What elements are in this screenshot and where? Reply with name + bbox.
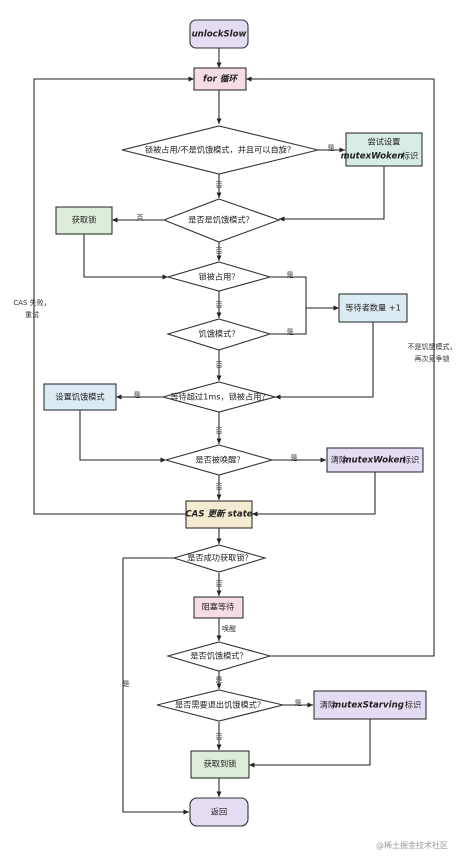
clear-woken-flag: mutexWoken xyxy=(343,456,406,466)
clear-starving-prefix: 清除 xyxy=(320,700,336,710)
label-yes: 是 xyxy=(328,144,335,152)
decision-starving-3-label: 是否饥饿模式？ xyxy=(190,651,247,661)
decision-is-starving-label: 是否是饥饿模式？ xyxy=(188,215,254,225)
label-no: 否 xyxy=(216,247,223,255)
label-no: 否 xyxy=(216,301,223,309)
edges xyxy=(33,48,435,815)
start-label: unlockSlow xyxy=(192,30,247,40)
edge-setstarving-to-q6 xyxy=(79,410,166,463)
edge-clearwoken-to-cas xyxy=(252,472,376,517)
cas-update-node xyxy=(185,500,253,529)
set-starving-label: 设置饥饿模式 xyxy=(55,392,104,402)
start-node xyxy=(189,19,249,49)
label-no: 否 xyxy=(216,427,223,435)
return-label: 返回 xyxy=(211,807,227,817)
edge-acquire-to-q3 xyxy=(83,234,168,280)
label-no: 否 xyxy=(216,580,223,588)
block-wait-label: 阻塞等待 xyxy=(202,602,235,612)
decision-lock-held-label: 锁被占用？ xyxy=(199,272,240,282)
label-no: 否 xyxy=(216,483,223,491)
got-lock-node xyxy=(190,750,250,779)
for-loop-node xyxy=(193,67,247,91)
decision-starving-mode-label: 饥饿模式？ xyxy=(199,329,240,339)
try-set-woken-node xyxy=(345,132,423,167)
try-set-woken-suffix: 标识 xyxy=(402,151,418,161)
block-wait-node xyxy=(193,596,244,619)
decision-is-starving xyxy=(162,198,281,243)
clear-starving-flag: mutexStarving xyxy=(332,701,404,711)
label-yes: 是 xyxy=(216,676,223,684)
decision-locked-spin xyxy=(121,125,319,175)
edge-woken-to-q2 xyxy=(279,166,385,222)
label-yes: 是 xyxy=(134,391,141,399)
try-set-woken-flag: mutexWoken xyxy=(341,152,404,162)
clear-woken-prefix: 清除 xyxy=(331,455,347,465)
edge-q4-yes xyxy=(270,308,307,335)
got-lock-label: 获取到锁 xyxy=(204,759,237,769)
set-starving-node xyxy=(43,383,117,411)
decision-woken-label: 是否被唤醒？ xyxy=(195,455,244,465)
decision-locked-spin-label: 锁被占用/不是饥饿模式，并且可以自旋？ xyxy=(145,145,295,155)
cas-update-label: CAS 更新 state xyxy=(185,509,252,520)
label-no: 否 xyxy=(216,733,223,741)
decision-exit-starving-label: 是否需要退出饥饿模式？ xyxy=(175,700,265,710)
acquire-lock-node xyxy=(55,206,113,235)
edge-labels: 是 否 否 否 是 否 是 否 是 否 是 否 否 唤醒 是 是 否 是 CAS… xyxy=(13,144,456,741)
label-wake: 唤醒 xyxy=(222,624,236,633)
decision-lock-held xyxy=(165,261,273,292)
waiters-inc-node xyxy=(338,293,408,323)
clear-woken-node xyxy=(326,447,424,473)
acquire-lock-label: 获取锁 xyxy=(72,215,97,225)
label-yes: 是 xyxy=(287,328,294,336)
edge-clearstarving-to-got xyxy=(249,719,371,768)
label-yes: 是 xyxy=(295,699,302,707)
decision-wait-1ms xyxy=(160,381,278,413)
clear-starving-suffix: 标识 xyxy=(405,700,421,710)
return-node xyxy=(189,797,249,827)
label-not-starving-line1: 不是饥饿模式， xyxy=(408,342,457,351)
label-yes: 是 xyxy=(287,271,294,279)
label-yes: 是 xyxy=(123,680,130,688)
waiters-inc-label: 等待者数量 +1 xyxy=(345,303,401,313)
decision-wait-1ms-label: 等待超过1ms，锁被占用？ xyxy=(170,392,269,402)
try-set-woken-label: 尝试设置 xyxy=(368,137,401,147)
label-no: 否 xyxy=(216,361,223,369)
label-cas-fail-line2: 重试 xyxy=(25,310,39,319)
edge-q3-yes xyxy=(270,276,339,311)
edge-not-starving-loop xyxy=(246,76,435,657)
decision-starving-mode xyxy=(166,318,272,351)
label-cas-fail-line1: CAS 失败， xyxy=(13,298,50,307)
decision-acquired xyxy=(172,544,267,573)
decision-exit-starving xyxy=(156,689,284,722)
clear-starving-node xyxy=(313,690,427,720)
edge-cas-fail-retry xyxy=(33,76,194,515)
for-loop-label: for 循环 xyxy=(203,74,239,85)
nodes: unlockSlow for 循环 锁被占用/不是饥饿模式，并且可以自旋？ 尝试… xyxy=(43,19,427,827)
decision-acquired-label: 是否成功获取锁？ xyxy=(187,553,253,563)
label-no: 否 xyxy=(137,214,144,222)
label-not-starving-line2: 再次竞争锁 xyxy=(415,354,450,363)
decision-woken xyxy=(163,444,275,476)
decision-starving-3 xyxy=(165,641,273,672)
watermark: @稀土掘金技术社区 xyxy=(376,840,448,850)
label-yes: 是 xyxy=(291,454,298,462)
edge-waiters-to-q5 xyxy=(275,322,374,400)
edge-q7-yes xyxy=(122,557,189,815)
clear-woken-suffix: 标识 xyxy=(403,455,419,465)
label-no: 否 xyxy=(216,181,223,189)
